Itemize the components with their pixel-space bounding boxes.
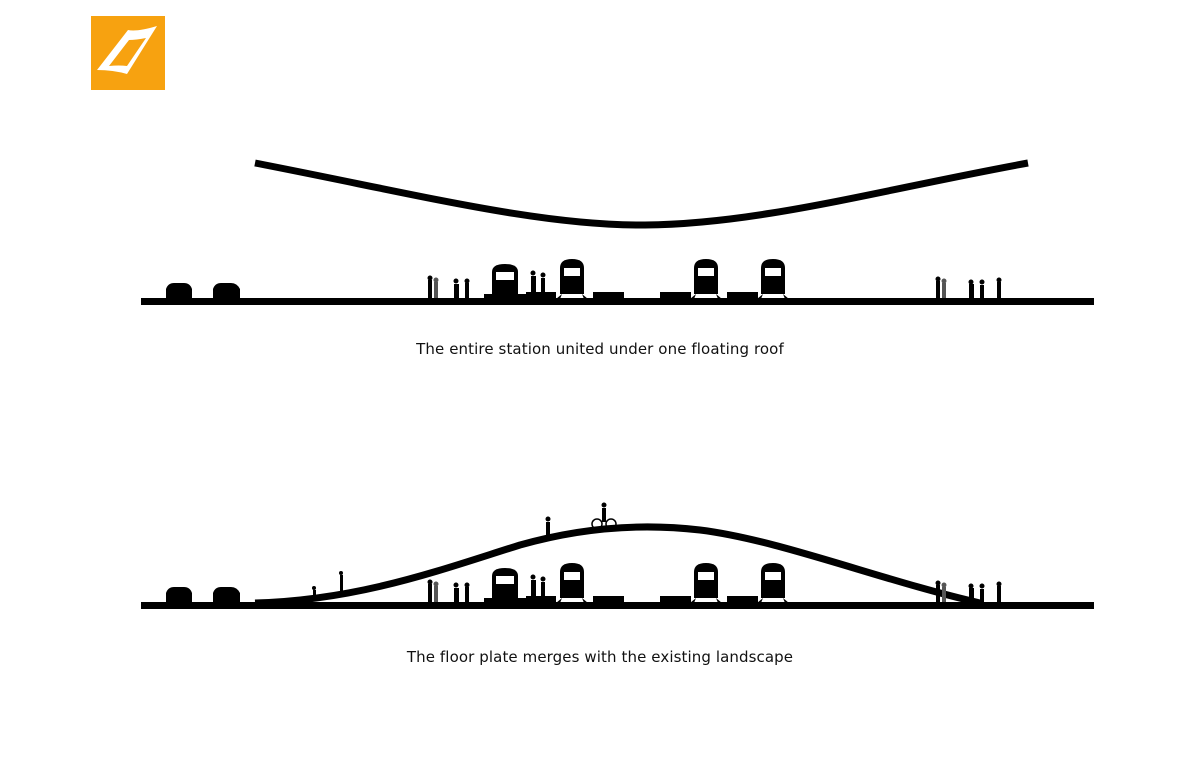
- people-group-icon: [935, 580, 1002, 602]
- person-icon: [312, 586, 316, 598]
- train-icon: [757, 259, 789, 299]
- diagram-landscape-merge: The floor plate merges with the existing…: [0, 400, 1200, 778]
- car-icon: [213, 587, 240, 602]
- car-icon: [213, 283, 240, 298]
- vehicles-and-people: [166, 259, 1002, 299]
- train-icon: [556, 259, 588, 299]
- car-icon: [166, 283, 192, 298]
- people-group-icon: [427, 579, 470, 602]
- landscape-floor-plate: [254, 523, 981, 607]
- people-group-icon: [530, 574, 546, 596]
- floating-roof-section: [141, 159, 1094, 305]
- landscape-merge-section: [141, 502, 1094, 609]
- train-icon: [556, 563, 588, 603]
- ground-line: [141, 602, 1094, 609]
- people-group-icon: [935, 276, 1002, 298]
- floating-roof: [254, 159, 1029, 229]
- vehicles-and-people: [166, 502, 1002, 603]
- diamond-logo-icon: [91, 16, 165, 90]
- diagram-floating-roof: The entire station united under one floa…: [141, 159, 1094, 358]
- caption-floating-roof: The entire station united under one floa…: [416, 340, 784, 358]
- train-icon: [690, 259, 722, 299]
- people-group-icon: [530, 270, 546, 292]
- person-icon: [545, 516, 551, 536]
- train-icon: [690, 563, 722, 603]
- train-icon: [757, 563, 789, 603]
- people-group-icon: [427, 275, 470, 298]
- ground-line: [141, 298, 1094, 305]
- car-icon: [166, 587, 192, 602]
- cyclist-icon: [591, 502, 617, 530]
- person-icon: [339, 571, 343, 591]
- bus-icon: [484, 264, 526, 299]
- bus-icon: [484, 568, 526, 603]
- caption-landscape-merge: The floor plate merges with the existing…: [406, 648, 794, 666]
